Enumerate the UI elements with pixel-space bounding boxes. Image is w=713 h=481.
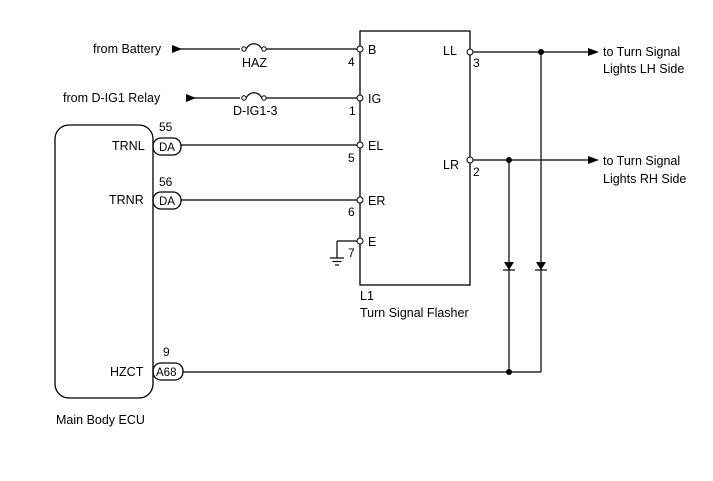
ecu-name: Main Body ECU [56, 413, 145, 427]
svg-text:DA: DA [159, 142, 175, 154]
svg-text:4: 4 [348, 55, 355, 69]
ground-icon [330, 257, 344, 266]
rh-output-wire: to Turn Signal Lights RH Side [473, 154, 686, 186]
ig-wire: from D-IG1 Relay D-IG1-3 [63, 91, 357, 118]
svg-text:TRNR: TRNR [109, 193, 144, 207]
battery-arrow-icon [172, 45, 182, 53]
from-battery-label: from Battery [93, 42, 162, 56]
rh-output-line1: to Turn Signal [603, 154, 680, 168]
from-dig1-relay-label: from D-IG1 Relay [63, 91, 161, 105]
ecu-pin-trnl: 55 TRNL DA [112, 120, 357, 156]
svg-text:LL: LL [443, 44, 457, 58]
ecu-pin-trnr: 56 TRNR DA [109, 175, 357, 210]
flasher-pin-el: EL 5 [348, 139, 383, 165]
da-connector-icon [152, 137, 182, 156]
svg-text:56: 56 [159, 175, 173, 189]
flasher-pin-e: E 7 [330, 235, 376, 266]
svg-text:A68: A68 [156, 367, 176, 379]
svg-text:ER: ER [368, 194, 385, 208]
svg-text:DA: DA [159, 196, 175, 208]
svg-text:55: 55 [159, 120, 173, 134]
diode-lh-branch [535, 52, 547, 372]
flasher-name: Turn Signal Flasher [360, 306, 469, 320]
svg-text:6: 6 [348, 205, 355, 219]
dig1-fuse-icon [245, 92, 263, 99]
lh-output-line1: to Turn Signal [603, 45, 680, 59]
diode-rh-branch [503, 160, 515, 375]
lh-output-line2: Lights LH Side [603, 62, 684, 76]
flasher-pin-b: B 4 [348, 43, 376, 69]
dig1-fuse-label: D-IG1-3 [233, 104, 278, 118]
svg-text:IG: IG [368, 92, 381, 106]
svg-text:2: 2 [473, 165, 480, 179]
haz-fuse-label: HAZ [242, 56, 267, 70]
svg-text:1: 1 [349, 104, 356, 118]
ecu-box [54, 124, 154, 399]
flasher-pin-er: ER 6 [348, 194, 385, 219]
battery-wire: from Battery HAZ [93, 42, 357, 70]
ig-arrow-icon [186, 94, 196, 102]
svg-text:LR: LR [443, 158, 459, 172]
rh-arrow-icon [588, 156, 599, 164]
svg-text:EL: EL [368, 139, 383, 153]
ecu-pin-hzct: 9 HZCT A68 [110, 345, 541, 381]
flasher-pin-ll: LL 3 [443, 44, 480, 70]
svg-text:7: 7 [348, 246, 355, 260]
svg-text:B: B [368, 43, 376, 57]
flasher-pin-ig: IG 1 [349, 92, 381, 118]
svg-text:9: 9 [163, 345, 170, 359]
svg-text:HZCT: HZCT [110, 365, 144, 379]
rh-output-line2: Lights RH Side [603, 172, 686, 186]
haz-fuse-icon [245, 43, 263, 50]
diode-lh-icon [536, 262, 546, 270]
svg-text:TRNL: TRNL [112, 139, 145, 153]
lh-arrow-icon [588, 48, 599, 56]
svg-text:5: 5 [348, 151, 355, 165]
svg-text:E: E [368, 235, 376, 249]
diode-rh-icon [504, 262, 514, 270]
lh-output-wire: to Turn Signal Lights LH Side [473, 45, 684, 76]
svg-text:3: 3 [473, 56, 480, 70]
flasher-code: L1 [360, 289, 374, 303]
